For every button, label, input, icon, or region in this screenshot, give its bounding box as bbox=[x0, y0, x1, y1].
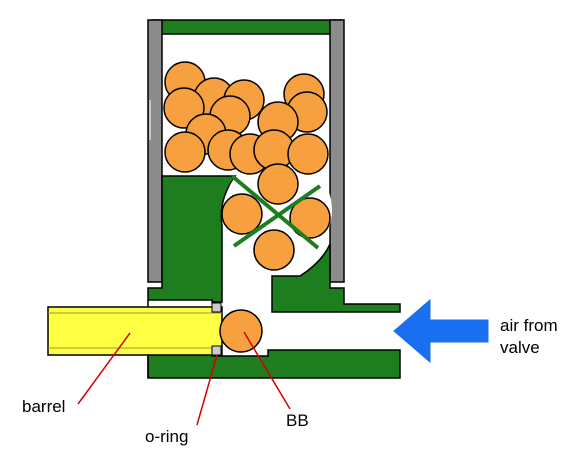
hopper-bbs bbox=[163, 61, 331, 271]
bb-label: BB bbox=[286, 411, 309, 430]
bb bbox=[164, 131, 206, 173]
bb-pointer bbox=[243, 331, 291, 410]
barrel bbox=[47, 306, 223, 356]
barrel-label: barrel bbox=[22, 397, 66, 416]
chambered-bb bbox=[219, 309, 263, 353]
oring-label: o-ring bbox=[145, 427, 189, 446]
oring-pointer bbox=[196, 354, 218, 426]
air-label-line1: air from bbox=[500, 316, 558, 335]
air-label-line2: valve bbox=[500, 338, 540, 357]
barrel-pointer bbox=[77, 332, 131, 405]
rotor-paddle bbox=[230, 174, 320, 250]
hopper-right-wall bbox=[329, 19, 345, 283]
bb bbox=[253, 229, 295, 271]
bb bbox=[221, 193, 263, 235]
hopper-left-wall bbox=[147, 19, 163, 283]
oring-top bbox=[211, 302, 222, 313]
air-arrow-icon bbox=[393, 298, 489, 364]
oring-bottom bbox=[211, 345, 222, 356]
rotor-paddle bbox=[232, 184, 322, 248]
body-right-block bbox=[271, 243, 401, 313]
bb bbox=[257, 163, 299, 205]
bb bbox=[287, 133, 329, 175]
hopper-lid bbox=[151, 19, 343, 35]
bb bbox=[289, 197, 331, 239]
